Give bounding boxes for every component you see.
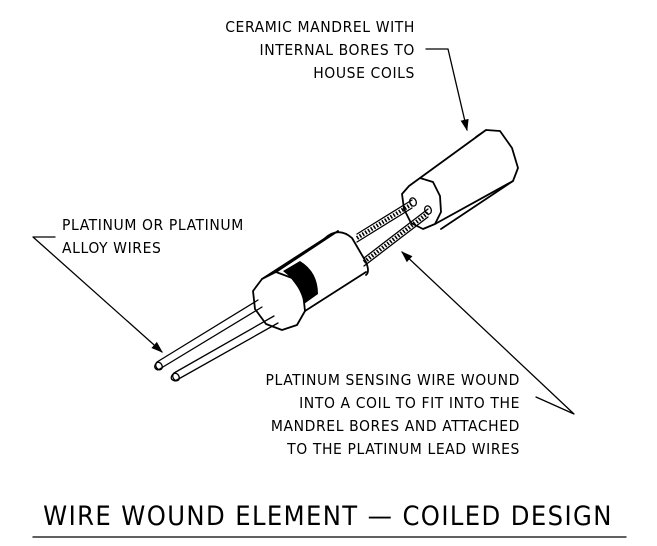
mandrel-leader-arrow [425,48,469,132]
lead-mandrel-body [261,230,367,312]
lead-wires-label-line-1: PLATINUM OR PLATINUM [62,216,244,234]
mandrel-bore-lower [424,205,432,215]
upper-coil [355,202,414,240]
ceramic-mandrel-icon [401,129,519,230]
lead-wires-label-line-2: ALLOY WIRES [62,239,161,257]
sensing-wire-label-line-4: TO THE PLATINUM LEAD WIRES [286,440,520,458]
sensing-wire-callout: PLATINUM SENSING WIRE WOUND INTO A COIL … [266,251,575,458]
figure-caption: WIRE WOUND ELEMENT — COILED DESIGN [43,501,613,532]
mandrel-label-line-2: INTERNAL BORES TO [260,41,415,59]
sensing-wire-leader-arrow [401,251,575,415]
lead-wire-mandrel [154,230,369,382]
mandrel-label-line-1: CERAMIC MANDREL WITH [225,18,415,36]
ceramic-mandrel-body [419,129,519,230]
mandrel-callout: CERAMIC MANDREL WITH INTERNAL BORES TO H… [225,18,469,132]
lead-wires-leader-arrow [32,236,163,353]
mandrel-label-line-3: HOUSE COILS [313,64,415,82]
platinum-lead-wires-icon [154,299,279,382]
sensing-wire-label-line-3: MANDREL BORES AND ATTACHED [271,417,520,435]
lead-wires-callout: PLATINUM OR PLATINUM ALLOY WIRES [32,216,244,353]
caption: WIRE WOUND ELEMENT — COILED DESIGN [32,501,627,538]
sensing-wire-label-line-2: INTO A COIL TO FIT INTO THE [299,394,520,412]
coiled-sensing-wire-icon [355,199,430,267]
lower-coil [362,211,430,264]
mandrel-bore-upper [409,197,417,207]
lead-mandrel-front-face [252,271,306,331]
lead-mandrel-band [283,261,318,304]
sensing-wire-label-line-1: PLATINUM SENSING WIRE WOUND [266,371,520,389]
